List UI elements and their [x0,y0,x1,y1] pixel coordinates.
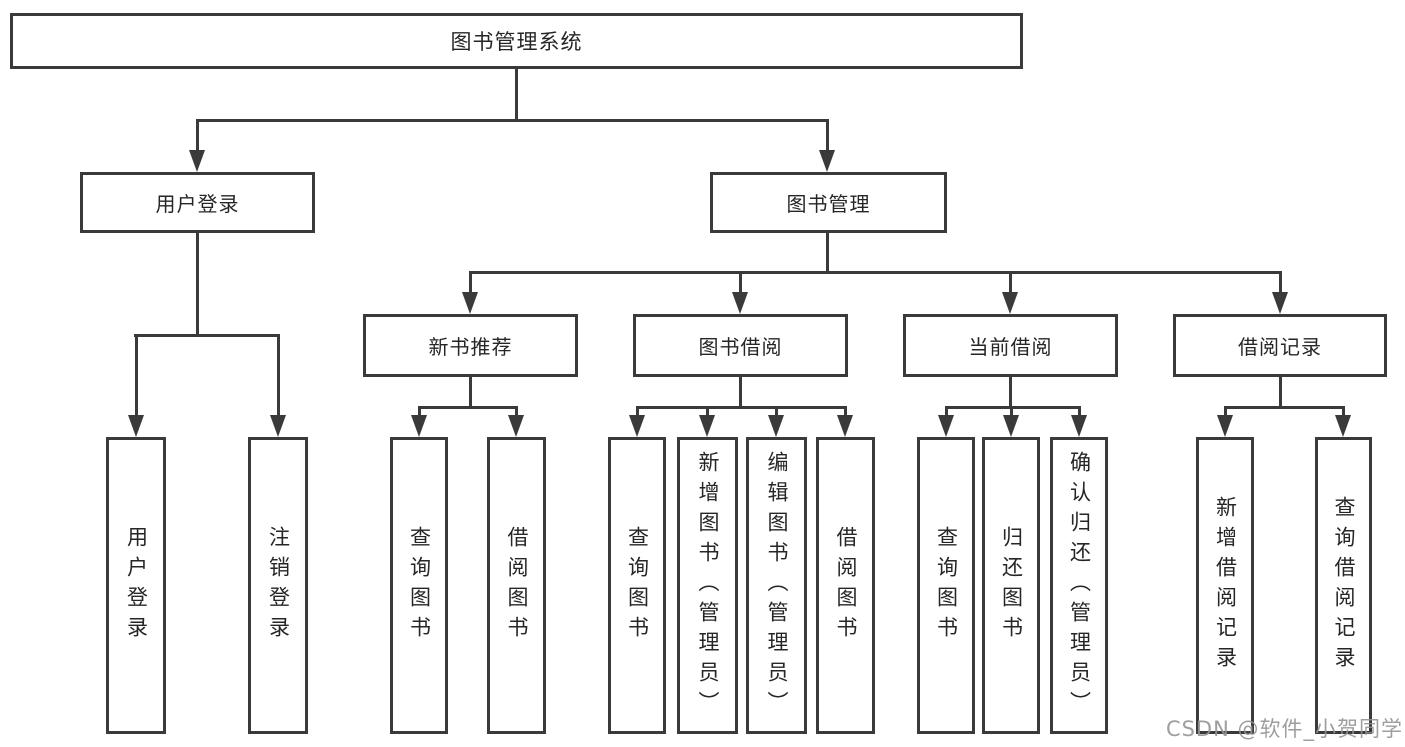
arrow-down-icon [270,415,286,437]
connector-line [196,119,199,152]
node-new-book-recommendation: 新书推荐 [363,314,578,377]
leaf-label: 借阅图书 [834,525,858,646]
connector-line [515,406,518,418]
connector-line [418,406,421,418]
arrow-down-icon [1002,292,1018,314]
leaf-label: 查询借阅记录 [1332,495,1356,676]
node-label: 用户登录 [155,192,240,216]
leaf-label: 查询图书 [625,525,650,646]
connector-line [636,406,847,409]
connector-line [775,406,778,418]
leaf-label: 归还图书 [999,525,1024,646]
node-label: 当前借阅 [968,335,1053,359]
connector-line [196,233,199,336]
connector-line [1342,406,1345,418]
connector-line [1078,406,1081,418]
node-label: 图书借阅 [698,335,783,359]
connector-line [1224,406,1227,418]
node-label: 图书管理系统 [450,30,583,54]
leaf-label: 查询图书 [934,525,959,646]
node-current-borrowing: 当前借阅 [903,314,1118,377]
connector-line [469,377,472,408]
arrow-down-icon [1335,415,1351,437]
connector-line [739,377,742,408]
connector-line [844,406,847,418]
leaf-newbooks-borrow-books: 借阅图书 [487,437,546,734]
connector-line [1009,377,1012,408]
arrow-down-icon [837,415,853,437]
connector-line [945,406,1081,409]
leaf-borrowing-edit-books-admin: 编辑图书（管理员） [746,437,807,734]
connector-line [418,406,518,409]
arrow-down-icon [462,292,478,314]
leaf-current-query-books: 查询图书 [917,437,975,734]
leaf-borrowing-query-books: 查询图书 [608,437,666,734]
leaf-user-login: 用户登录 [106,437,166,734]
leaf-label: 编辑图书（管理员） [765,450,789,721]
connector-line [826,233,829,274]
connector-line [706,406,709,418]
connector-line [1279,377,1282,408]
node-library-management-system: 图书管理系统 [10,13,1023,69]
connector-line [135,334,138,418]
leaf-label: 确认归还（管理员） [1067,450,1092,721]
node-borrowing-records: 借阅记录 [1173,314,1387,377]
connector-line [469,271,1282,274]
arrow-down-icon [1003,415,1019,437]
connector-line [277,334,280,418]
connector-line [515,68,518,121]
leaf-label: 查询图书 [407,525,432,646]
leaf-newbooks-query-books: 查询图书 [390,437,448,734]
leaf-borrowing-add-books-admin: 新增图书（管理员） [677,437,738,734]
connector-line [1224,406,1345,409]
leaf-label: 新增图书（管理员） [696,450,720,721]
connector-line [196,119,829,122]
leaf-label: 用户登录 [124,525,149,646]
connector-line [134,334,280,337]
arrow-down-icon [1272,292,1288,314]
arrow-down-icon [1071,415,1087,437]
arrow-down-icon [508,415,524,437]
arrow-down-icon [629,415,645,437]
arrow-down-icon [1217,415,1233,437]
node-user-login: 用户登录 [80,172,315,233]
connector-line [826,119,829,152]
leaf-label: 借阅图书 [505,525,529,646]
arrow-down-icon [411,415,427,437]
connector-line [1009,271,1012,294]
connector-line [739,271,742,294]
leaf-label: 新增借阅记录 [1213,495,1238,676]
leaf-label: 注销登录 [266,525,291,646]
leaf-logout-login: 注销登录 [248,437,308,734]
node-book-borrowing: 图书借阅 [633,314,848,377]
node-label: 借阅记录 [1238,335,1322,359]
arrow-down-icon [128,415,144,437]
leaf-borrowing-borrow-books: 借阅图书 [816,437,875,734]
connector-line [1279,271,1282,294]
arrow-down-icon [819,150,835,172]
node-book-management: 图书管理 [710,172,947,233]
node-label: 图书管理 [786,192,871,216]
arrow-down-icon [732,292,748,314]
leaf-current-return-books: 归还图书 [982,437,1040,734]
arrow-down-icon [189,150,205,172]
connector-line [945,406,948,418]
connector-line [1010,406,1013,418]
node-label: 新书推荐 [428,335,513,359]
arrow-down-icon [938,415,954,437]
connector-line [636,406,639,418]
arrow-down-icon [768,415,784,437]
csdn-watermark: CSDN @软件_小贺同学 [1165,717,1403,741]
leaf-records-query-record: 查询借阅记录 [1315,437,1372,734]
leaf-current-confirm-return-admin: 确认归还（管理员） [1050,437,1108,734]
connector-line [469,271,472,294]
arrow-down-icon [699,415,715,437]
leaf-records-add-record: 新增借阅记录 [1196,437,1254,734]
